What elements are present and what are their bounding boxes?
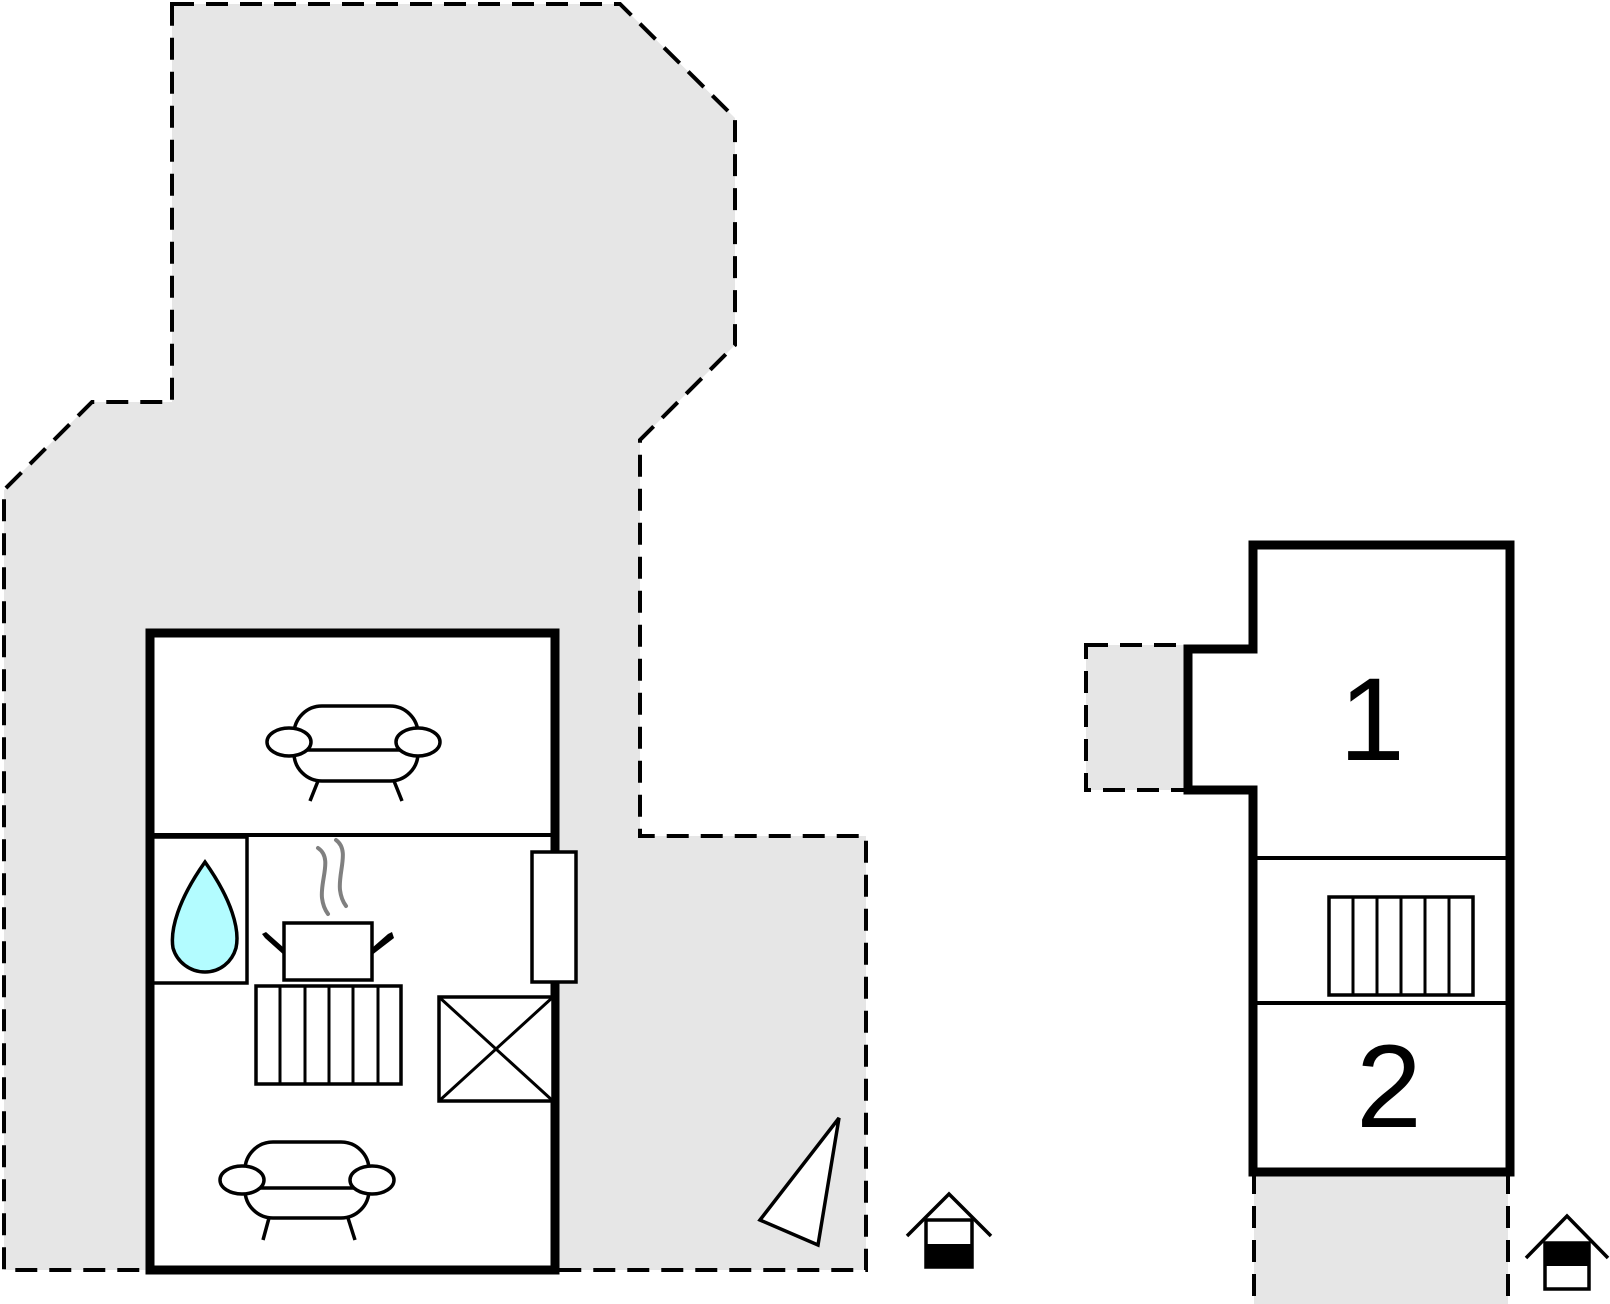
water-drop-icon: [170, 858, 239, 974]
house-overview: [1183, 540, 1515, 1177]
floor-indicator-icon: [1524, 1213, 1610, 1291]
floor-indicator-icon: [905, 1191, 993, 1269]
storage-box-icon: [437, 995, 555, 1103]
cooking-pot-icon: [262, 838, 394, 982]
sofa-icon: [265, 704, 442, 802]
floor-1-label: 1: [1339, 654, 1405, 786]
floor-2-label: 2: [1356, 1021, 1422, 1153]
radiator-icon: [1327, 895, 1475, 997]
fridge-icon: [530, 850, 578, 984]
radiator-icon: [254, 984, 403, 1086]
terrace-icon: [757, 1116, 841, 1248]
sofa-icon: [218, 1140, 396, 1241]
outdoor-area-right: [1084, 643, 1510, 1304]
